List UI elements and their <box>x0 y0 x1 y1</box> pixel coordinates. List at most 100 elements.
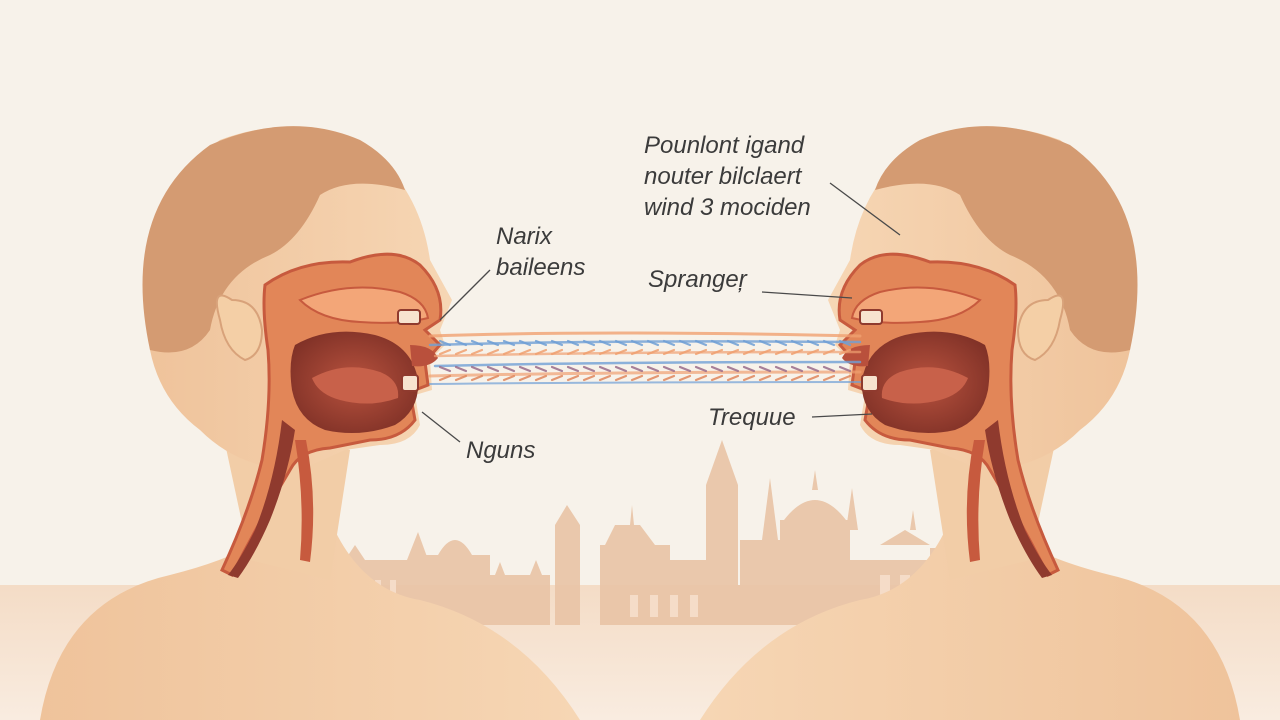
airflow-particle <box>534 348 548 356</box>
airflow-particle <box>774 374 788 382</box>
airflow-particles <box>438 339 852 382</box>
airflow-particle <box>550 339 564 347</box>
airflow-particle <box>630 374 644 382</box>
airflow-particle <box>470 374 484 382</box>
left-ear <box>216 294 264 362</box>
right-airway <box>985 420 1052 578</box>
label-narix-line-1: Narix <box>496 223 553 250</box>
airflow-particle <box>614 365 628 373</box>
airflow-particle <box>582 339 596 347</box>
leader-nguns <box>421 411 461 443</box>
airflow-particle <box>582 348 596 356</box>
city-skyline <box>310 440 1000 625</box>
right-upper-teeth <box>859 309 883 325</box>
label-pounlont-line-3: wind 3 mociden <box>644 194 811 221</box>
right-head-figure <box>700 126 1240 720</box>
right-shoulders <box>700 470 1240 720</box>
airflow-particle <box>454 365 468 373</box>
airflow-particle <box>710 365 724 373</box>
airflow-particle <box>822 339 836 347</box>
airflow-particle <box>614 348 628 356</box>
airflow-particle <box>454 339 468 347</box>
airflow-particle <box>838 348 852 356</box>
airflow-particle <box>710 374 724 382</box>
label-spranger: Sprangeŗ <box>648 266 747 293</box>
airflow-particle <box>454 348 468 356</box>
airflow-particle <box>806 339 820 347</box>
right-nasal-cavity <box>850 286 982 324</box>
airflow-particle <box>630 339 644 347</box>
airflow-particle <box>646 365 660 373</box>
airflow-particle <box>502 348 516 356</box>
airflow-particle <box>502 339 516 347</box>
airflow-particle <box>742 339 756 347</box>
airflow-particle <box>662 348 676 356</box>
airflow-particle <box>566 339 580 347</box>
airflow-particle <box>598 365 612 373</box>
airflow-particle <box>678 339 692 347</box>
airflow-particle <box>838 339 852 347</box>
right-throat-muscle <box>966 440 985 562</box>
left-head-figure <box>40 126 580 720</box>
airflow-particle <box>694 339 708 347</box>
airflow-particle <box>758 348 772 356</box>
airflow-particle <box>598 374 612 382</box>
airflow-particle <box>694 348 708 356</box>
airflow-particle <box>678 374 692 382</box>
left-upper-teeth <box>397 309 421 325</box>
airflow-particle <box>486 348 500 356</box>
airflow-particle <box>806 348 820 356</box>
airflow-particle <box>790 374 804 382</box>
airflow-particle <box>822 365 836 373</box>
airflow-particle <box>518 374 532 382</box>
airflow-particle <box>582 374 596 382</box>
airflow-particle <box>438 374 452 382</box>
airflow-particle <box>470 348 484 356</box>
airflow-particle <box>598 339 612 347</box>
leader-spranger <box>761 291 853 299</box>
airflow-particle <box>726 365 740 373</box>
airflow-particle <box>614 339 628 347</box>
airflow-particle <box>486 339 500 347</box>
airflow-particle <box>662 339 676 347</box>
airflow-particle <box>646 339 660 347</box>
airflow-particle <box>614 374 628 382</box>
left-airway <box>228 420 295 578</box>
airflow-particle <box>438 365 452 373</box>
airflow-particle <box>742 374 756 382</box>
airflow-particle <box>566 374 580 382</box>
airflow-particle <box>694 365 708 373</box>
airflow-particle <box>742 348 756 356</box>
left-throat-muscle <box>295 440 314 562</box>
airflow-particle <box>790 339 804 347</box>
airflow-particle <box>726 348 740 356</box>
airflow-particle <box>806 365 820 373</box>
airflow-particle <box>518 348 532 356</box>
airflow-particle <box>838 365 852 373</box>
airflow-particle <box>550 348 564 356</box>
airflow-particle <box>646 348 660 356</box>
airflow-particle <box>566 365 580 373</box>
airflow-particle <box>486 374 500 382</box>
airflow-particle <box>438 339 452 347</box>
left-lower-teeth <box>401 374 419 392</box>
airflow-particle <box>758 374 772 382</box>
airflow-particle <box>502 374 516 382</box>
airflow-particle <box>550 374 564 382</box>
left-lips <box>410 345 438 367</box>
airflow-particle <box>742 365 756 373</box>
airflow-particle <box>662 365 676 373</box>
airflow-particle <box>534 365 548 373</box>
airflow-particle <box>694 374 708 382</box>
airflow-particle <box>534 339 548 347</box>
airflow-particle <box>710 348 724 356</box>
airflow-particle <box>678 365 692 373</box>
left-tongue <box>312 367 399 404</box>
label-narix: Narix baileens <box>496 221 585 283</box>
airflow-particle <box>822 374 836 382</box>
airflow-particle <box>790 365 804 373</box>
airflow-particle <box>550 365 564 373</box>
airflow-particle <box>662 374 676 382</box>
